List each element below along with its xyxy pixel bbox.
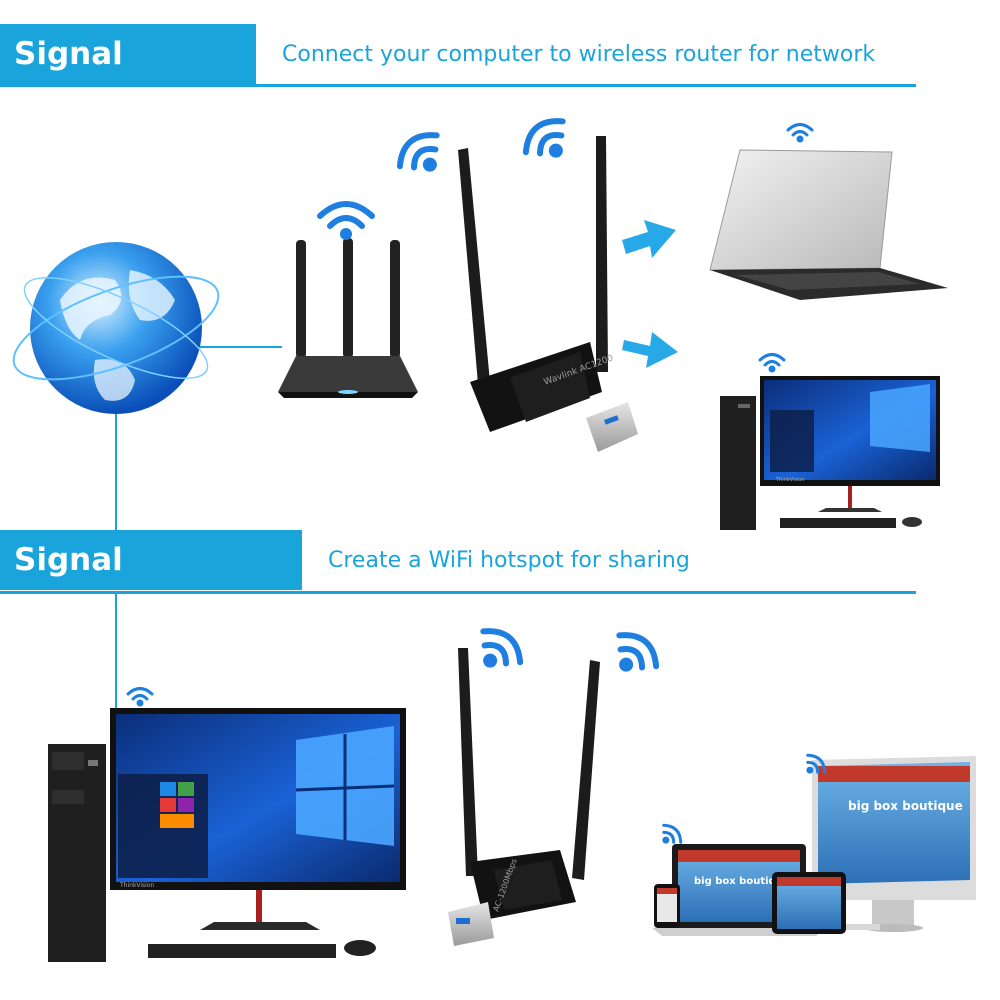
signal-receiver-title: Signal Receiver — [14, 36, 166, 132]
wifi-icon — [126, 118, 827, 844]
phone — [654, 884, 680, 928]
desktop-pc-top: ThinkVision — [720, 376, 940, 530]
laptop-silver — [709, 149, 948, 300]
signal-transmitter-rule — [0, 591, 916, 594]
desktop-pc-bottom: ThinkVision — [48, 708, 406, 962]
globe-icon — [12, 242, 220, 414]
signal-transmitter-description: Create a WiFi hotspot for sharing — [328, 548, 690, 573]
arrow-to-desktop-icon — [622, 332, 678, 368]
tablet — [772, 872, 846, 934]
signal-receiver-banner: Signal Receiver — [0, 24, 256, 132]
signal-receiver-rule — [0, 84, 916, 87]
router — [278, 238, 418, 398]
signal-receiver-description: Connect your computer to wireless router… — [282, 42, 876, 67]
imac: big box boutique — [812, 756, 976, 932]
laptop-sign: big box boutique — [694, 876, 790, 887]
usb-wifi-adapter-top: Wavlink AC1200 — [458, 136, 638, 452]
usb-wifi-adapter-bottom: AC-1200Mbps — [448, 648, 600, 946]
monitor-brand-top: ThinkVision — [775, 477, 805, 483]
imac-sign: big box boutique — [848, 799, 963, 813]
arrow-to-laptop-icon — [622, 220, 676, 258]
monitor-brand-bottom: ThinkVision — [119, 882, 155, 889]
